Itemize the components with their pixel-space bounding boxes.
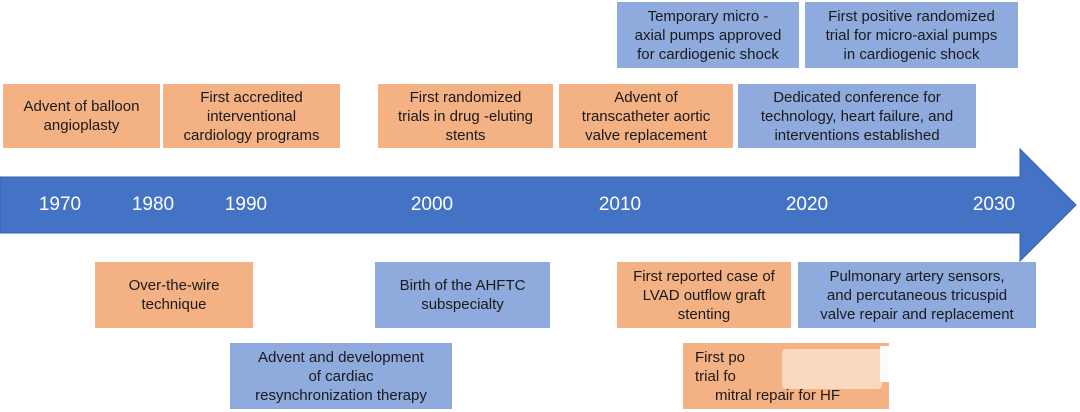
event-tavr: Advent of transcatheter aortic valve rep… bbox=[559, 84, 733, 148]
mitral-repair-line-1: First po bbox=[695, 348, 746, 366]
event-balloon-angioplasty: Advent of balloon angioplasty bbox=[3, 84, 160, 148]
event-pa-sensors: Pulmonary artery sensors, and percutaneo… bbox=[798, 262, 1036, 328]
mitral-repair-line-3: mitral repair for HF bbox=[715, 386, 841, 404]
event-dedicated-conference: Dedicated conference for technology, hea… bbox=[738, 84, 976, 148]
year-1990: 1990 bbox=[224, 194, 268, 215]
year-2000: 2000 bbox=[410, 194, 454, 215]
obscured-text-artifact bbox=[782, 349, 882, 389]
event-crt: Advent and development of cardiac resync… bbox=[230, 343, 452, 409]
year-2020: 2020 bbox=[785, 194, 829, 215]
mitral-repair-line-2: trial fo bbox=[695, 367, 736, 385]
event-over-the-wire: Over-the-wire technique bbox=[95, 262, 253, 328]
event-accredited-programs: First accredited interventional cardiolo… bbox=[163, 84, 340, 148]
year-1970: 1970 bbox=[38, 194, 82, 215]
event-ahftc: Birth of the AHFTC subspecialty bbox=[375, 262, 550, 328]
event-micro-axial-approved: Temporary micro - axial pumps approved f… bbox=[617, 2, 799, 68]
event-randomized-des: First randomized trials in drug -eluting… bbox=[378, 84, 553, 148]
event-micro-axial-trial: First positive randomized trial for micr… bbox=[805, 2, 1018, 68]
event-lvad-stenting: First reported case of LVAD outflow graf… bbox=[617, 262, 791, 328]
year-2010: 2010 bbox=[598, 194, 642, 215]
year-1980: 1980 bbox=[131, 194, 175, 215]
year-2030: 2030 bbox=[972, 194, 1016, 215]
obscured-region bbox=[880, 346, 1050, 382]
